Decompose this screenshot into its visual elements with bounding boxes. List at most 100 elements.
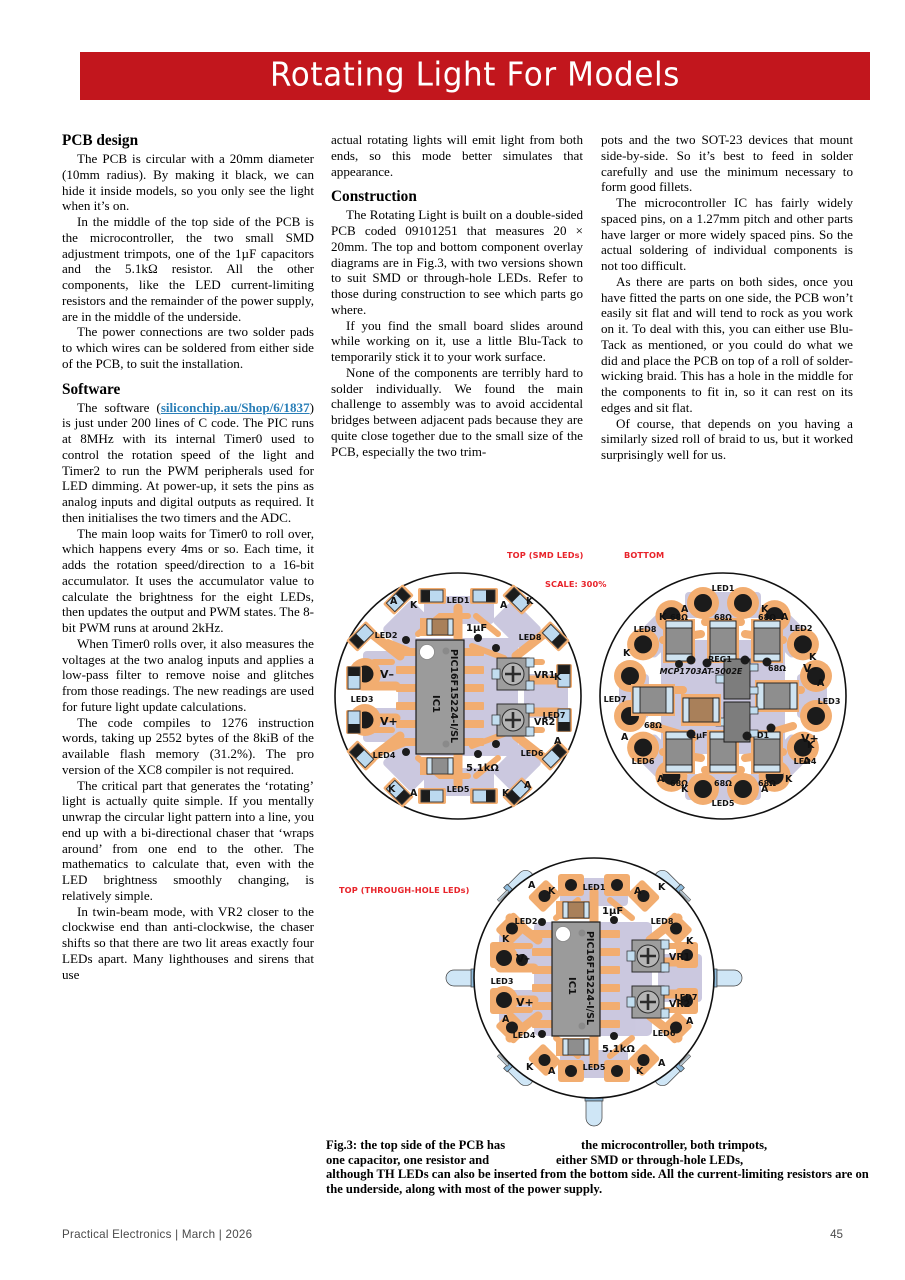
cap-value-label: 1µF [691, 731, 708, 740]
led3-label: LED3 [491, 977, 514, 986]
led5-label: LED5 [447, 785, 470, 794]
ic-part-number: PIC16F15224-I/SL [448, 649, 459, 743]
led5-label: LED5 [712, 799, 735, 808]
text-column-1: PCB design The PCB is circular with a 20… [62, 132, 314, 982]
led2-label: LED2 [790, 624, 813, 633]
cathode-marker: K [785, 774, 793, 785]
page-title: Rotating Light For Models [270, 55, 680, 95]
led7-label: LED7 [604, 695, 627, 704]
led2-label: LED2 [515, 917, 538, 926]
led1-label: LED1 [712, 584, 735, 593]
led-pads [490, 874, 698, 1082]
text-column-3: pots and the two SOT-23 devices that mou… [601, 132, 853, 463]
label-scale: SCALE: 300% [545, 579, 607, 589]
paragraph: pots and the two SOT-23 devices that mou… [601, 132, 853, 195]
led4-label: LED4 [373, 751, 396, 760]
vr1-label: VR1 [669, 952, 690, 963]
heading-software: Software [62, 380, 121, 398]
caption-segment-a: Fig.3: the top side of the PCB has [326, 1138, 506, 1152]
v-minus-label: V– [516, 952, 530, 965]
cathode-marker: K [502, 788, 510, 799]
paragraph: None of the components are terribly hard… [331, 364, 583, 459]
anode-marker: A [621, 732, 629, 743]
cathode-marker: K [659, 612, 667, 623]
cathode-marker: K [554, 672, 562, 683]
ic-part-number: PIC16F15224-I/SL [584, 931, 595, 1025]
led3-label: LED3 [818, 697, 841, 706]
siliconchip-shop-link[interactable]: siliconchip.au/Shop/6/1837 [160, 399, 310, 415]
label-top-through-hole: TOP (THROUGH-HOLE LEDs) [339, 885, 470, 895]
paragraph: The power connections are two solder pad… [62, 324, 314, 371]
caption-segment-d: either SMD or through-hole LEDs, [556, 1152, 744, 1167]
resistor-68r-label: 68Ω [670, 779, 688, 788]
anode-marker: A [681, 604, 689, 615]
ic-ref-designator: IC1 [430, 695, 441, 713]
led8-label: LED8 [651, 917, 674, 926]
resistor-68r-label: 68Ω [714, 779, 732, 788]
cathode-marker: K [526, 596, 534, 607]
pcb-overlay-diagrams: .cu { fill:#f2ad70; } .cuS { stroke:#f2a… [334, 572, 847, 1127]
anode-marker: A [781, 612, 789, 623]
cathode-marker: K [658, 882, 666, 893]
anode-marker: A [634, 886, 642, 897]
cathode-marker: K [681, 784, 689, 795]
cap-value-label: 1µF [602, 906, 623, 917]
caption-segment-rest: although TH LEDs can also be inserted fr… [326, 1167, 869, 1196]
led2-label: LED2 [375, 631, 398, 640]
led8-label: LED8 [634, 625, 657, 634]
resistor-value-label: 5.1kΩ [466, 763, 499, 774]
paragraph: As there are parts on both sides, once y… [601, 273, 853, 415]
v-minus-label: V– [380, 668, 394, 681]
figure-caption: Fig.3: the top side of the PCB has the m… [326, 1138, 871, 1196]
cathode-marker: K [809, 652, 817, 663]
reg1-ref-designator: REG1 [708, 655, 732, 664]
led1-label: LED1 [447, 596, 470, 605]
paragraph: The critical part that generates the ‘ro… [62, 777, 314, 903]
led6-label: LED6 [521, 749, 544, 758]
led6-label: LED6 [653, 1029, 676, 1038]
resistor-68r-label: 68Ω [644, 721, 662, 730]
v-plus-label: V+ [516, 996, 534, 1009]
led7-label: LED7 [675, 993, 698, 1002]
resistor-68r-label: 68Ω [714, 613, 732, 622]
link-suffix-text: ) is just under 200 lines of C code. The… [62, 399, 314, 525]
led6-label: LED6 [632, 757, 655, 766]
anode-marker: A [803, 756, 811, 767]
anode-marker: A [390, 596, 398, 607]
paragraph: In twin-beam mode, with VR2 closer to th… [62, 903, 314, 982]
v-minus-label: V– [803, 662, 817, 675]
cathode-marker: K [548, 886, 556, 897]
article-title-banner: Rotating Light For Models [80, 52, 870, 100]
ic-ref-designator: IC1 [566, 977, 577, 995]
resistor-68r-label: 68Ω [670, 613, 688, 622]
resistor-68r-label: 68Ω [758, 613, 776, 622]
paragraph: The PCB is circular with a 20mm diameter… [62, 151, 314, 214]
vr1-label: VR1 [534, 670, 555, 681]
label-bottom: BOTTOM [624, 550, 665, 560]
anode-marker: A [817, 678, 825, 689]
led4-label: LED4 [513, 1031, 536, 1040]
cathode-marker: K [686, 936, 694, 947]
anode-marker: A [528, 880, 536, 891]
v-plus-label: V+ [380, 715, 398, 728]
reg1-part-number: MCP1703AT-5002E [660, 667, 743, 676]
paragraph: The microcontroller IC has fairly widely… [601, 195, 853, 273]
anode-marker: A [686, 1016, 694, 1027]
cathode-marker: K [502, 934, 510, 945]
led3-label: LED3 [351, 695, 374, 704]
anode-marker: A [500, 600, 508, 611]
link-prefix-text: The software ( [77, 399, 161, 415]
led4-label: LED4 [794, 757, 817, 766]
led5-label: LED5 [583, 1063, 606, 1072]
paragraph: The main loop waits for Timer0 to roll o… [62, 525, 314, 636]
resistor-68r-label: 68Ω [768, 664, 786, 673]
caption-segment-b: the microcontroller, both trimpots, [581, 1138, 768, 1152]
pcb-bottom: 68Ω 68Ω 68Ω 68Ω 68Ω 68Ω 68Ω 68Ω REG1 MCP… [599, 572, 847, 820]
v-plus-label: V+ [801, 732, 819, 745]
footer-publication-info: Practical Electronics | March | 2026 [62, 1228, 253, 1241]
led8-label: LED8 [519, 633, 542, 642]
figure-3-pcb-overlays: TOP (SMD LEDs) SCALE: 300% BOTTOM TOP (T… [325, 548, 873, 1148]
paragraph: The Rotating Light is built on a double-… [331, 207, 583, 317]
heading-pcb-design: PCB design [62, 132, 139, 149]
caption-segment-c: one capacitor, one resistor and [326, 1152, 490, 1167]
